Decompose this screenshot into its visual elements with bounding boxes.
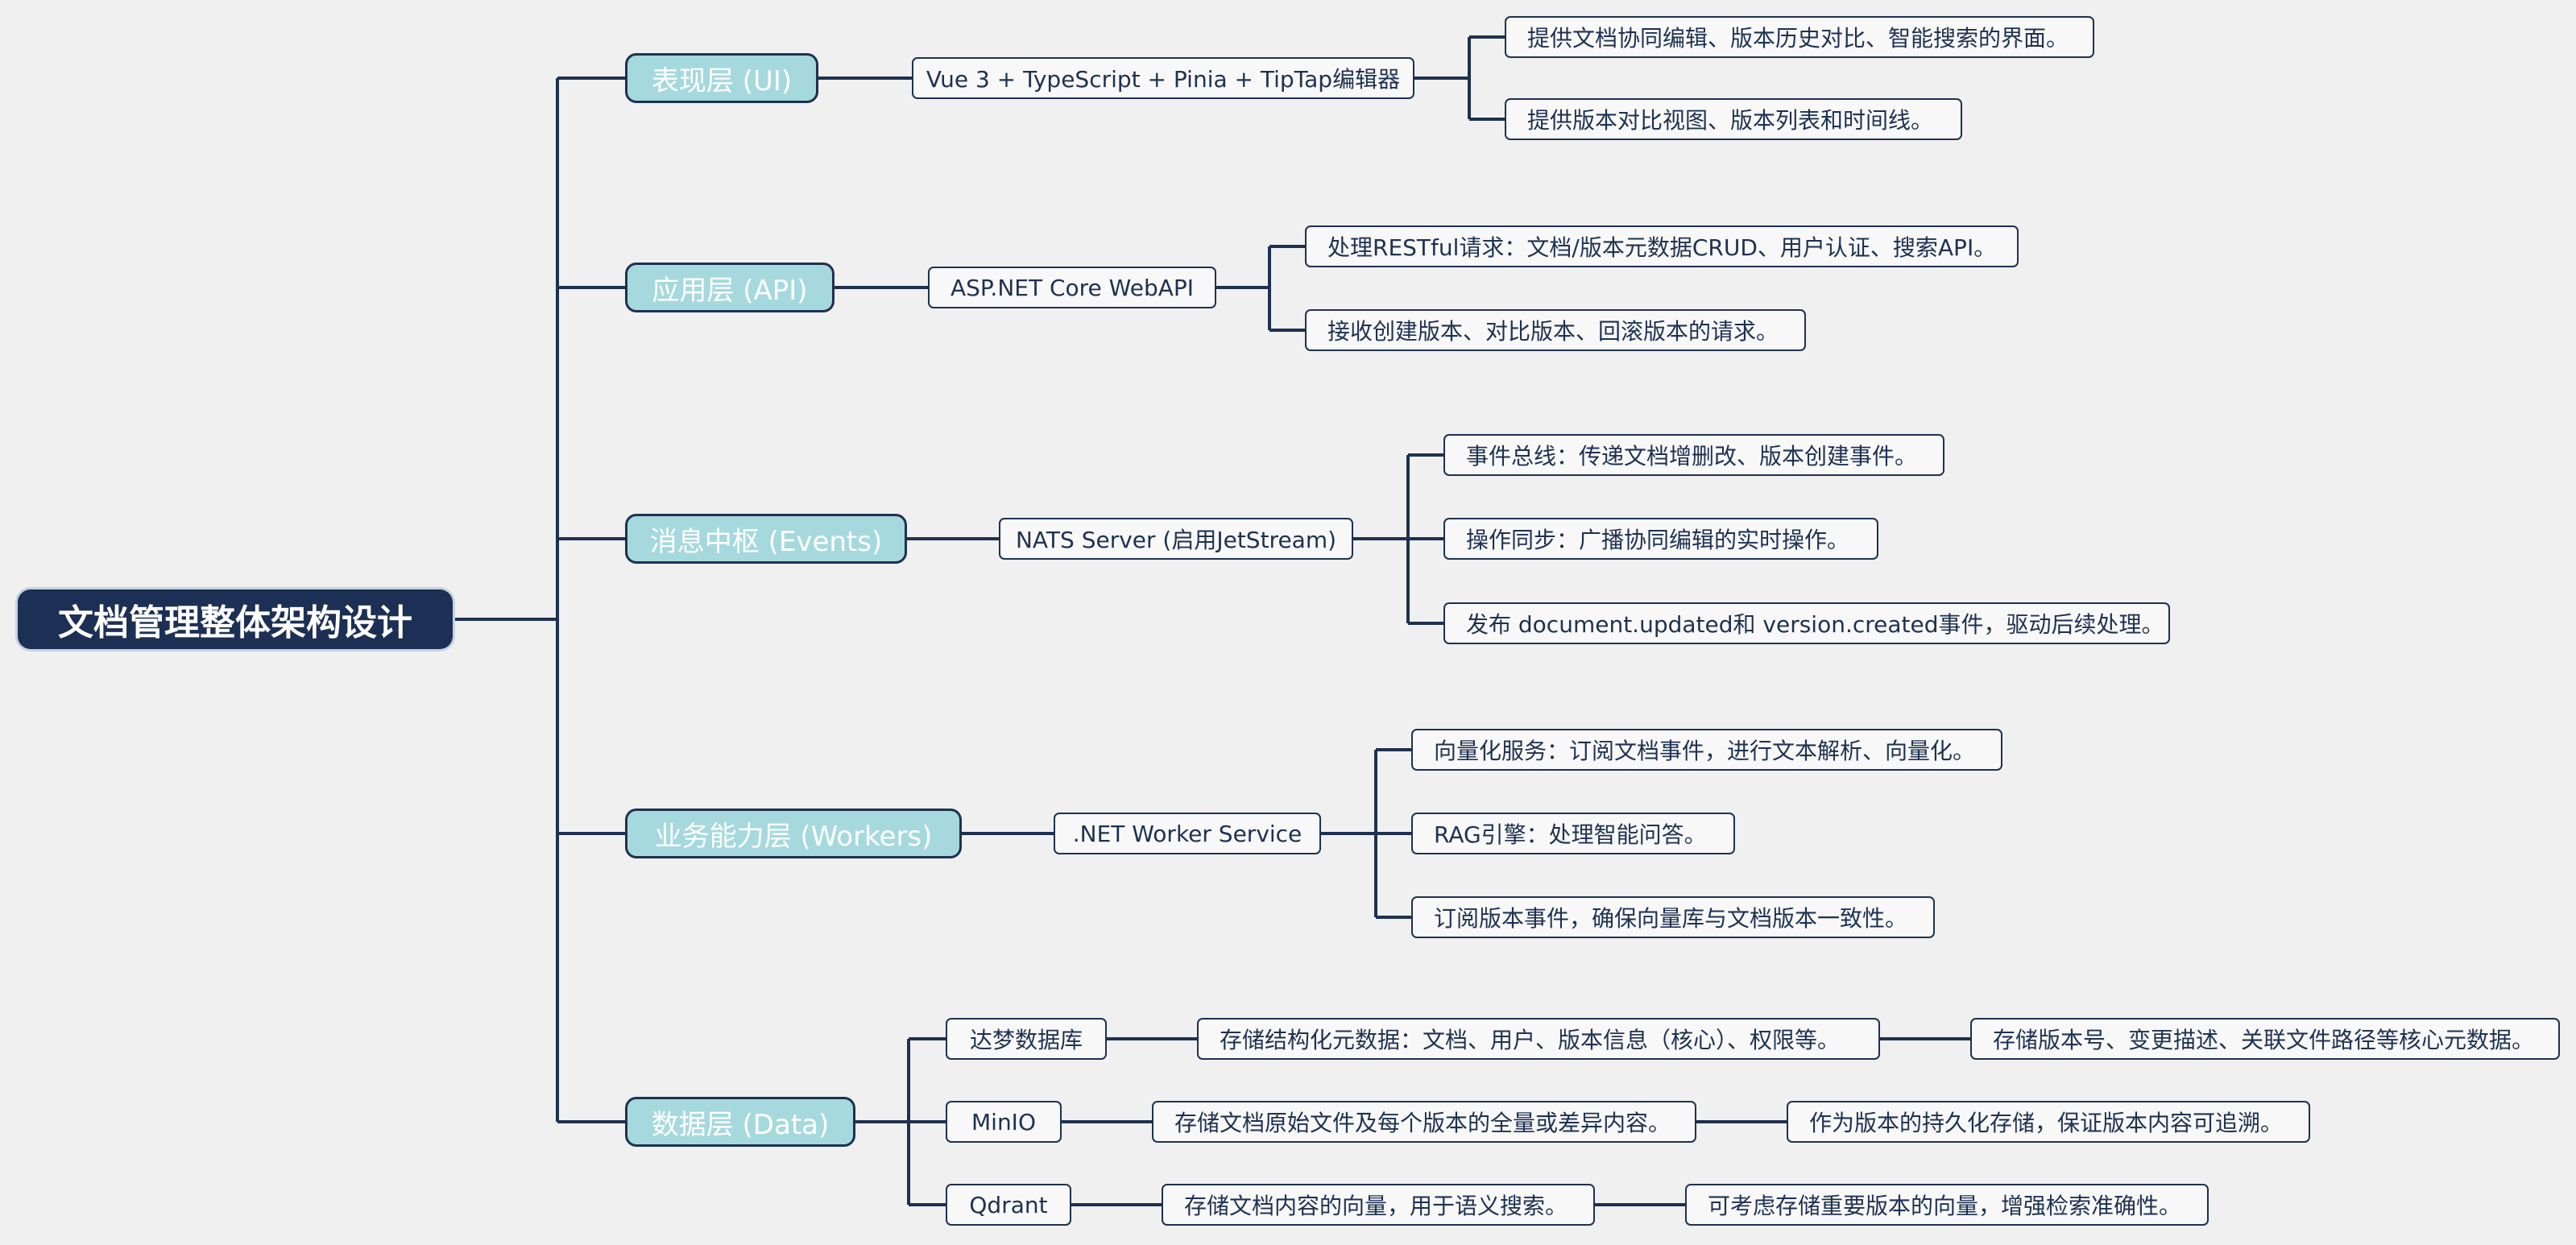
store-qdrant-note: 可考虑存储重要版本的向量，增强检索准确性。 [1685, 1184, 2209, 1226]
tech-ui: Vue 3 + TypeScript + Pinia + TipTap编辑器 [912, 57, 1414, 99]
store-dameng: 达梦数据库 [946, 1018, 1107, 1060]
detail-workers-2: RAG引擎：处理智能问答。 [1411, 813, 1735, 854]
tech-api: ASP.NET Core WebAPI [928, 267, 1216, 308]
layer-workers: 业务能力层 (Workers) [625, 809, 962, 858]
store-dameng-note: 存储版本号、变更描述、关联文件路径等核心元数据。 [1970, 1018, 2560, 1060]
detail-ui-2: 提供版本对比视图、版本列表和时间线。 [1505, 98, 1962, 140]
detail-api-1: 处理RESTful请求：文档/版本元数据CRUD、用户认证、搜索API。 [1305, 225, 2019, 267]
root-title: 文档管理整体架构设计 [18, 589, 453, 649]
layer-ui: 表现层 (UI) [625, 53, 818, 103]
tech-events: NATS Server (启用JetStream) [999, 518, 1353, 560]
detail-api-2: 接收创建版本、对比版本、回滚版本的请求。 [1305, 309, 1806, 351]
store-dameng-desc: 存储结构化元数据：文档、用户、版本信息（核心）、权限等。 [1197, 1018, 1880, 1060]
store-qdrant: Qdrant [946, 1184, 1071, 1226]
detail-workers-1: 向量化服务：订阅文档事件，进行文本解析、向量化。 [1411, 729, 2002, 771]
connector-events [907, 453, 1443, 625]
store-minio: MinIO [946, 1101, 1062, 1143]
connector-data [855, 1037, 946, 1206]
connector-api [835, 245, 1305, 332]
connector-workers [962, 748, 1411, 919]
detail-events-2: 操作同步：广播协同编辑的实时操作。 [1443, 518, 1878, 560]
store-minio-desc: 存储文档原始文件及每个版本的全量或差异内容。 [1152, 1101, 1696, 1143]
connector-ui [818, 35, 1505, 121]
layer-events: 消息中枢 (Events) [625, 514, 907, 564]
store-minio-note: 作为版本的持久化存储，保证版本内容可追溯。 [1787, 1101, 2310, 1143]
connector-root-layers [453, 77, 625, 1123]
detail-events-3: 发布 document.updated和 version.created事件，驱… [1443, 602, 2170, 644]
tech-workers: .NET Worker Service [1054, 813, 1321, 854]
detail-workers-3: 订阅版本事件，确保向量库与文档版本一致性。 [1411, 896, 1935, 938]
detail-ui-1: 提供文档协同编辑、版本历史对比、智能搜索的界面。 [1505, 16, 2094, 58]
layer-data: 数据层 (Data) [625, 1097, 855, 1147]
layer-api: 应用层 (API) [625, 263, 835, 312]
store-qdrant-desc: 存储文档内容的向量，用于语义搜索。 [1162, 1184, 1595, 1226]
detail-events-1: 事件总线：传递文档增删改、版本创建事件。 [1443, 434, 1944, 476]
connector-data-stores [1062, 1037, 1970, 1206]
